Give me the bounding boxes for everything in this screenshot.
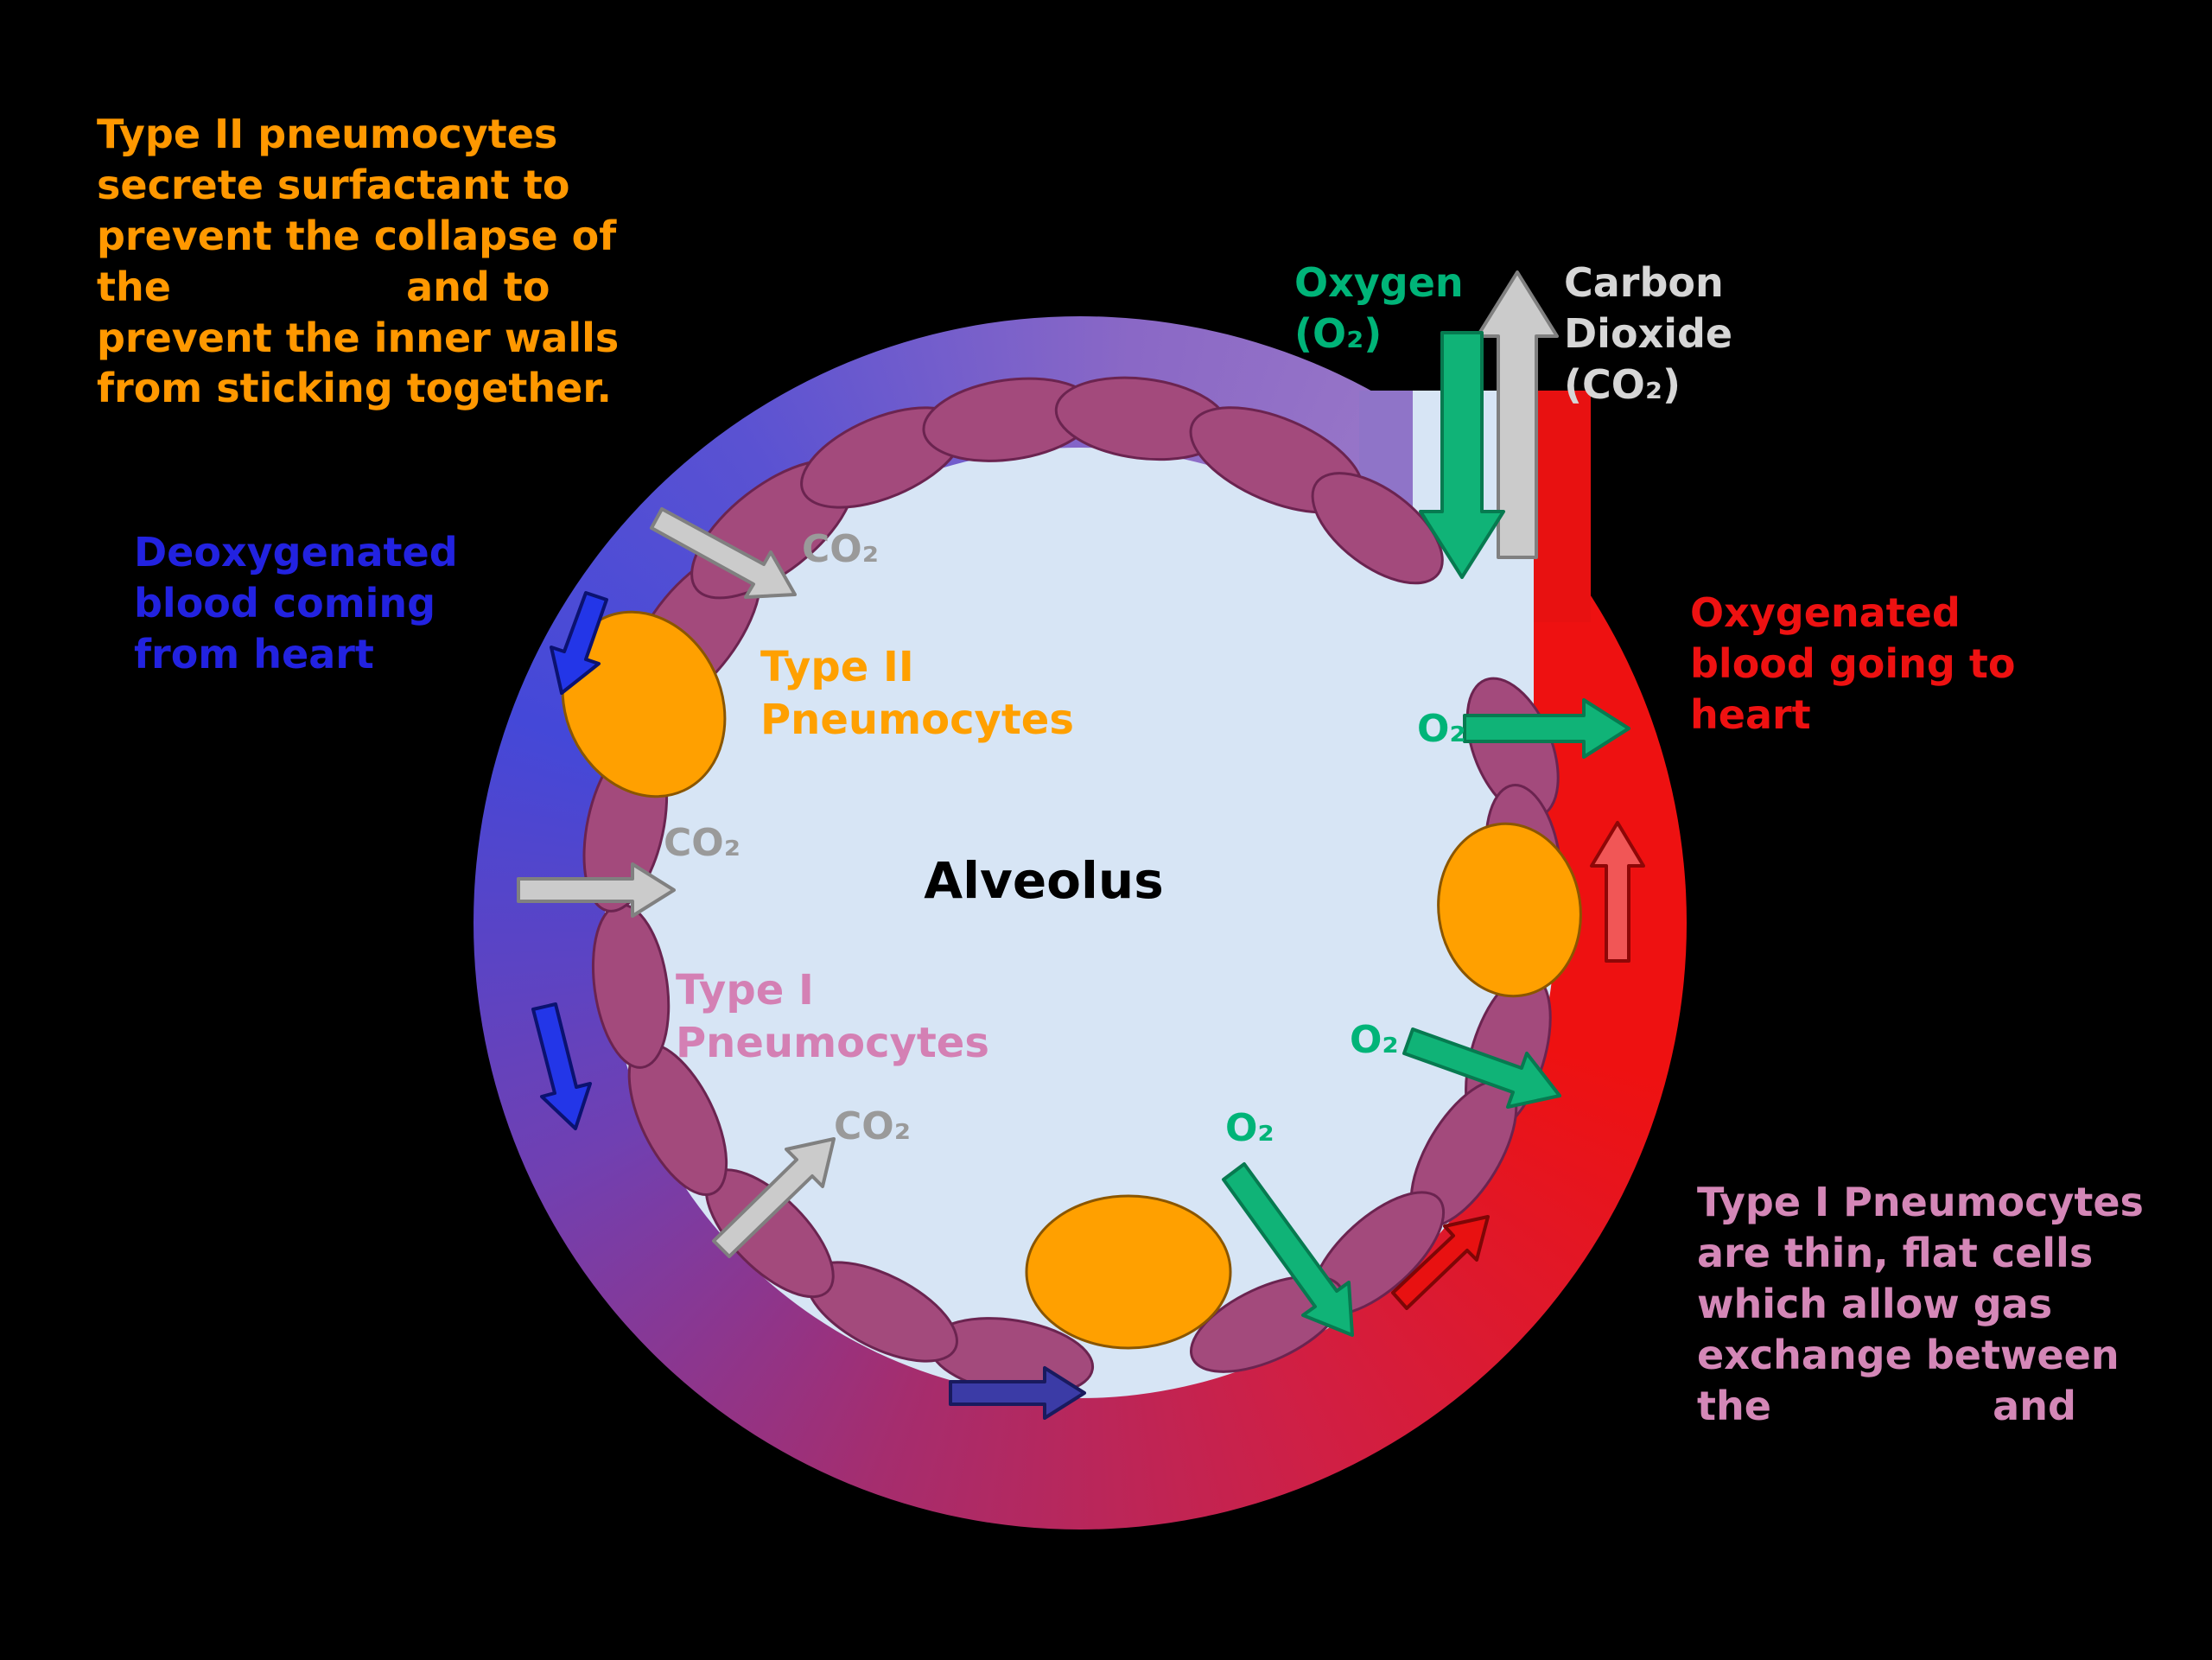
- o2-arrow-1: [1463, 698, 1630, 759]
- co2-label-2: CO₂: [664, 821, 741, 865]
- type1-note: Type I Pneumocytes are thin, flat cells …: [1697, 1179, 2144, 1429]
- type2-pneumocyte-cell: [561, 610, 727, 798]
- blood-flow-arrow-blue-2: [531, 1002, 592, 1130]
- o2-arrow-2: [1402, 1027, 1561, 1109]
- blood-flow-arrow-bottom: [949, 1366, 1086, 1420]
- type1-pneumocyte-cell: [1311, 472, 1444, 585]
- o2-label-2: O₂: [1350, 1018, 1399, 1062]
- blood-flow-arrow-blue-1: [550, 591, 608, 695]
- co2-arrow-2: [517, 862, 676, 918]
- airway-wall-right: [1532, 391, 1591, 622]
- co2-label-3: CO₂: [834, 1104, 911, 1148]
- carbon-dioxide-title: Carbon Dioxide (CO₂): [1564, 259, 1733, 408]
- blood-flow-arrow-red-2: [1590, 821, 1645, 963]
- o2-inhale-arrow: [1419, 331, 1505, 579]
- co2-label-1: CO₂: [802, 527, 879, 571]
- alveolus-interior: [605, 448, 1555, 1398]
- deoxygenated-note: Deoxygenated blood coming from heart: [134, 529, 458, 677]
- o2-arrow-3: [1222, 1162, 1354, 1337]
- type2-pneumocyte-cell: [1025, 1194, 1232, 1350]
- type2-note: Type II pneumocytes secrete surfactant t…: [97, 111, 620, 412]
- blood-flow-arrow-red-1: [1391, 1215, 1490, 1310]
- oxygen-title: Oxygen (O₂): [1294, 259, 1464, 357]
- o2-label-1: O₂: [1417, 707, 1466, 751]
- type1-pneumocytes-label: Type I Pneumocytes: [676, 966, 989, 1068]
- co2-arrow-1: [650, 507, 797, 599]
- oxygenated-note: Oxygenated blood going to heart: [1690, 589, 2016, 738]
- type2-pneumocytes-label: Type II Pneumocytes: [760, 643, 1074, 745]
- co2-arrow-3: [712, 1137, 836, 1258]
- alveolus-label: Alveolus: [924, 851, 1164, 910]
- type2-pneumocyte-cell: [1437, 822, 1582, 998]
- o2-label-3: O₂: [1225, 1106, 1274, 1150]
